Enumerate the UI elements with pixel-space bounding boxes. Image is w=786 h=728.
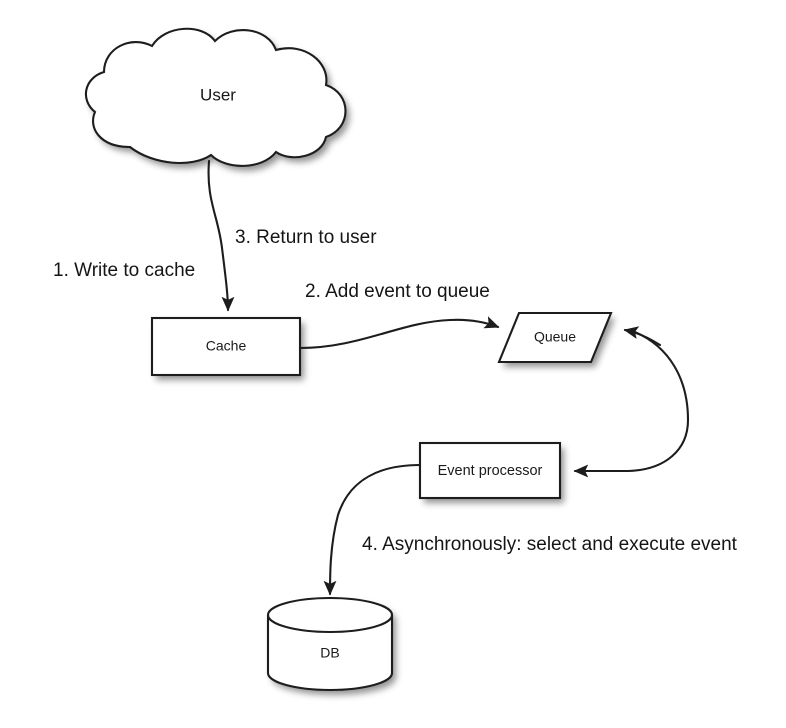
edge-cache-to-queue <box>298 316 500 350</box>
node-user[interactable]: User <box>84 27 347 167</box>
cloud-shape <box>85 28 346 166</box>
edge-event-processor-to-queue <box>623 326 662 347</box>
db-top-ellipse <box>266 596 394 634</box>
node-label-user: User <box>200 85 236 104</box>
db-shape <box>268 598 392 690</box>
node-label-queue: Queue <box>534 329 576 345</box>
queue-shape <box>499 313 611 362</box>
node-cache[interactable]: Cache <box>150 316 302 377</box>
event-processor-shape <box>420 443 560 498</box>
node-event-processor[interactable]: Event processor <box>418 441 562 500</box>
edge-queue-to-event-processor <box>573 328 690 478</box>
step-label-4: 4. Asynchronously: select and execute ev… <box>362 534 738 555</box>
cache-shape <box>152 318 300 375</box>
queue-outline <box>497 311 613 364</box>
node-label-cache: Cache <box>206 338 247 354</box>
node-label-db: DB <box>320 645 339 661</box>
node-db[interactable]: DB <box>266 596 394 692</box>
edge-user-to-cache <box>207 159 235 312</box>
cloud-outline <box>84 27 347 167</box>
edge-event-processor-to-db <box>323 463 422 596</box>
db-body-outline <box>266 615 394 692</box>
node-label-event-processor: Event processor <box>438 463 543 479</box>
node-queue[interactable]: Queue <box>497 311 613 364</box>
step-label-2: 2. Add event to queue <box>305 281 490 302</box>
cache-outline <box>150 316 302 377</box>
event-processor-outline <box>418 441 562 500</box>
step-label-1: 1. Write to cache <box>53 260 195 281</box>
step-label-3: 3. Return to user <box>235 227 377 248</box>
